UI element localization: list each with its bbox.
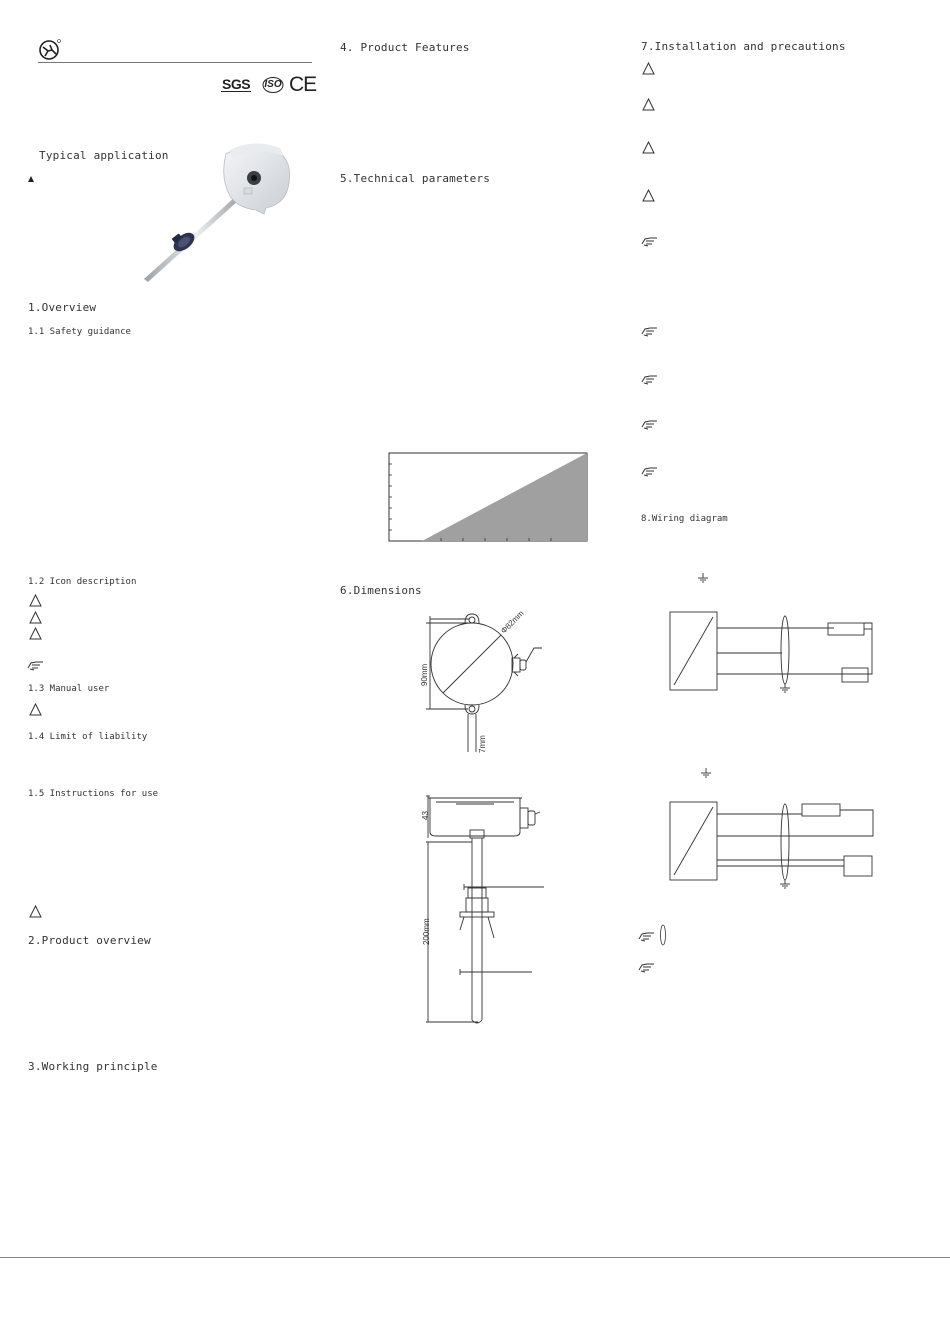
warning-triangle-icon bbox=[642, 62, 655, 75]
heading-limit-of-liability: 1.4 Limit of liability bbox=[28, 732, 148, 742]
cert-sgs: SGS bbox=[221, 76, 252, 92]
heading-product-features: 4. Product Features bbox=[340, 41, 470, 54]
heading-typical-application: Typical application bbox=[39, 149, 169, 162]
heading-safety-guidance: 1.1 Safety guidance bbox=[28, 327, 131, 337]
dimension-drawing-top-view: Φ82mm 90mm 7mm bbox=[420, 609, 542, 753]
heading-icon-description: 1.2 Icon description bbox=[28, 577, 137, 587]
output-chart bbox=[388, 452, 588, 542]
dim-diameter-label: Φ82mm bbox=[499, 609, 526, 636]
wiring-diagram-1 bbox=[669, 573, 873, 693]
heading-installation-precautions: 7.Installation and precautions bbox=[641, 40, 846, 53]
pointing-hand-icon bbox=[27, 661, 43, 671]
bullet-triangle-icon bbox=[28, 176, 34, 182]
warning-triangle-icon bbox=[29, 611, 42, 624]
footer-rule bbox=[0, 1257, 950, 1258]
warning-triangle-icon bbox=[29, 594, 42, 607]
warning-triangle-icon bbox=[29, 905, 42, 918]
warning-triangle-icon bbox=[642, 141, 655, 154]
pointing-hand-icon bbox=[641, 467, 657, 477]
chart-y-ticks bbox=[389, 463, 392, 531]
dimension-drawing-side-view: 43 200mm bbox=[421, 795, 544, 1024]
cert-ce: CE bbox=[289, 73, 317, 96]
warning-triangle-icon bbox=[642, 189, 655, 202]
pointing-hand-icon bbox=[641, 375, 657, 385]
pointing-hand-icon bbox=[641, 327, 657, 337]
dim-head-height-label: 43 bbox=[421, 811, 430, 820]
dim-mount-label: 7mm bbox=[478, 735, 487, 753]
chart-x-ticks bbox=[440, 538, 552, 541]
pointing-hand-icon bbox=[638, 932, 654, 942]
heading-working-principle: 3.Working principle bbox=[28, 1060, 158, 1073]
heading-wiring-diagram: 8.Wiring diagram bbox=[641, 514, 728, 524]
company-logo bbox=[39, 39, 61, 60]
cert-iso: ISO bbox=[264, 79, 282, 90]
wiring-diagram-2 bbox=[669, 768, 874, 889]
shield-ellipse-icon bbox=[660, 924, 666, 946]
heading-overview: 1.Overview bbox=[28, 301, 97, 314]
heading-dimensions: 6.Dimensions bbox=[340, 584, 422, 597]
warning-triangle-icon bbox=[29, 703, 42, 716]
pointing-hand-icon bbox=[638, 963, 654, 973]
warning-triangle-icon bbox=[29, 627, 42, 640]
heading-product-overview: 2.Product overview bbox=[28, 934, 151, 947]
product-photo bbox=[144, 143, 291, 282]
pointing-hand-icon bbox=[641, 420, 657, 430]
heading-technical-parameters: 5.Technical parameters bbox=[340, 172, 491, 185]
chart-area-series bbox=[422, 453, 587, 541]
heading-instructions-for-use: 1.5 Instructions for use bbox=[28, 789, 159, 799]
warning-triangle-icon bbox=[642, 98, 655, 111]
pointing-hand-icon bbox=[641, 237, 657, 247]
header-rule bbox=[38, 62, 312, 63]
dim-height-label: 90mm bbox=[420, 663, 429, 686]
heading-manual-user: 1.3 Manual user bbox=[28, 684, 110, 694]
dim-probe-length-label: 200mm bbox=[422, 918, 431, 945]
iso-globe-icon bbox=[262, 77, 284, 93]
